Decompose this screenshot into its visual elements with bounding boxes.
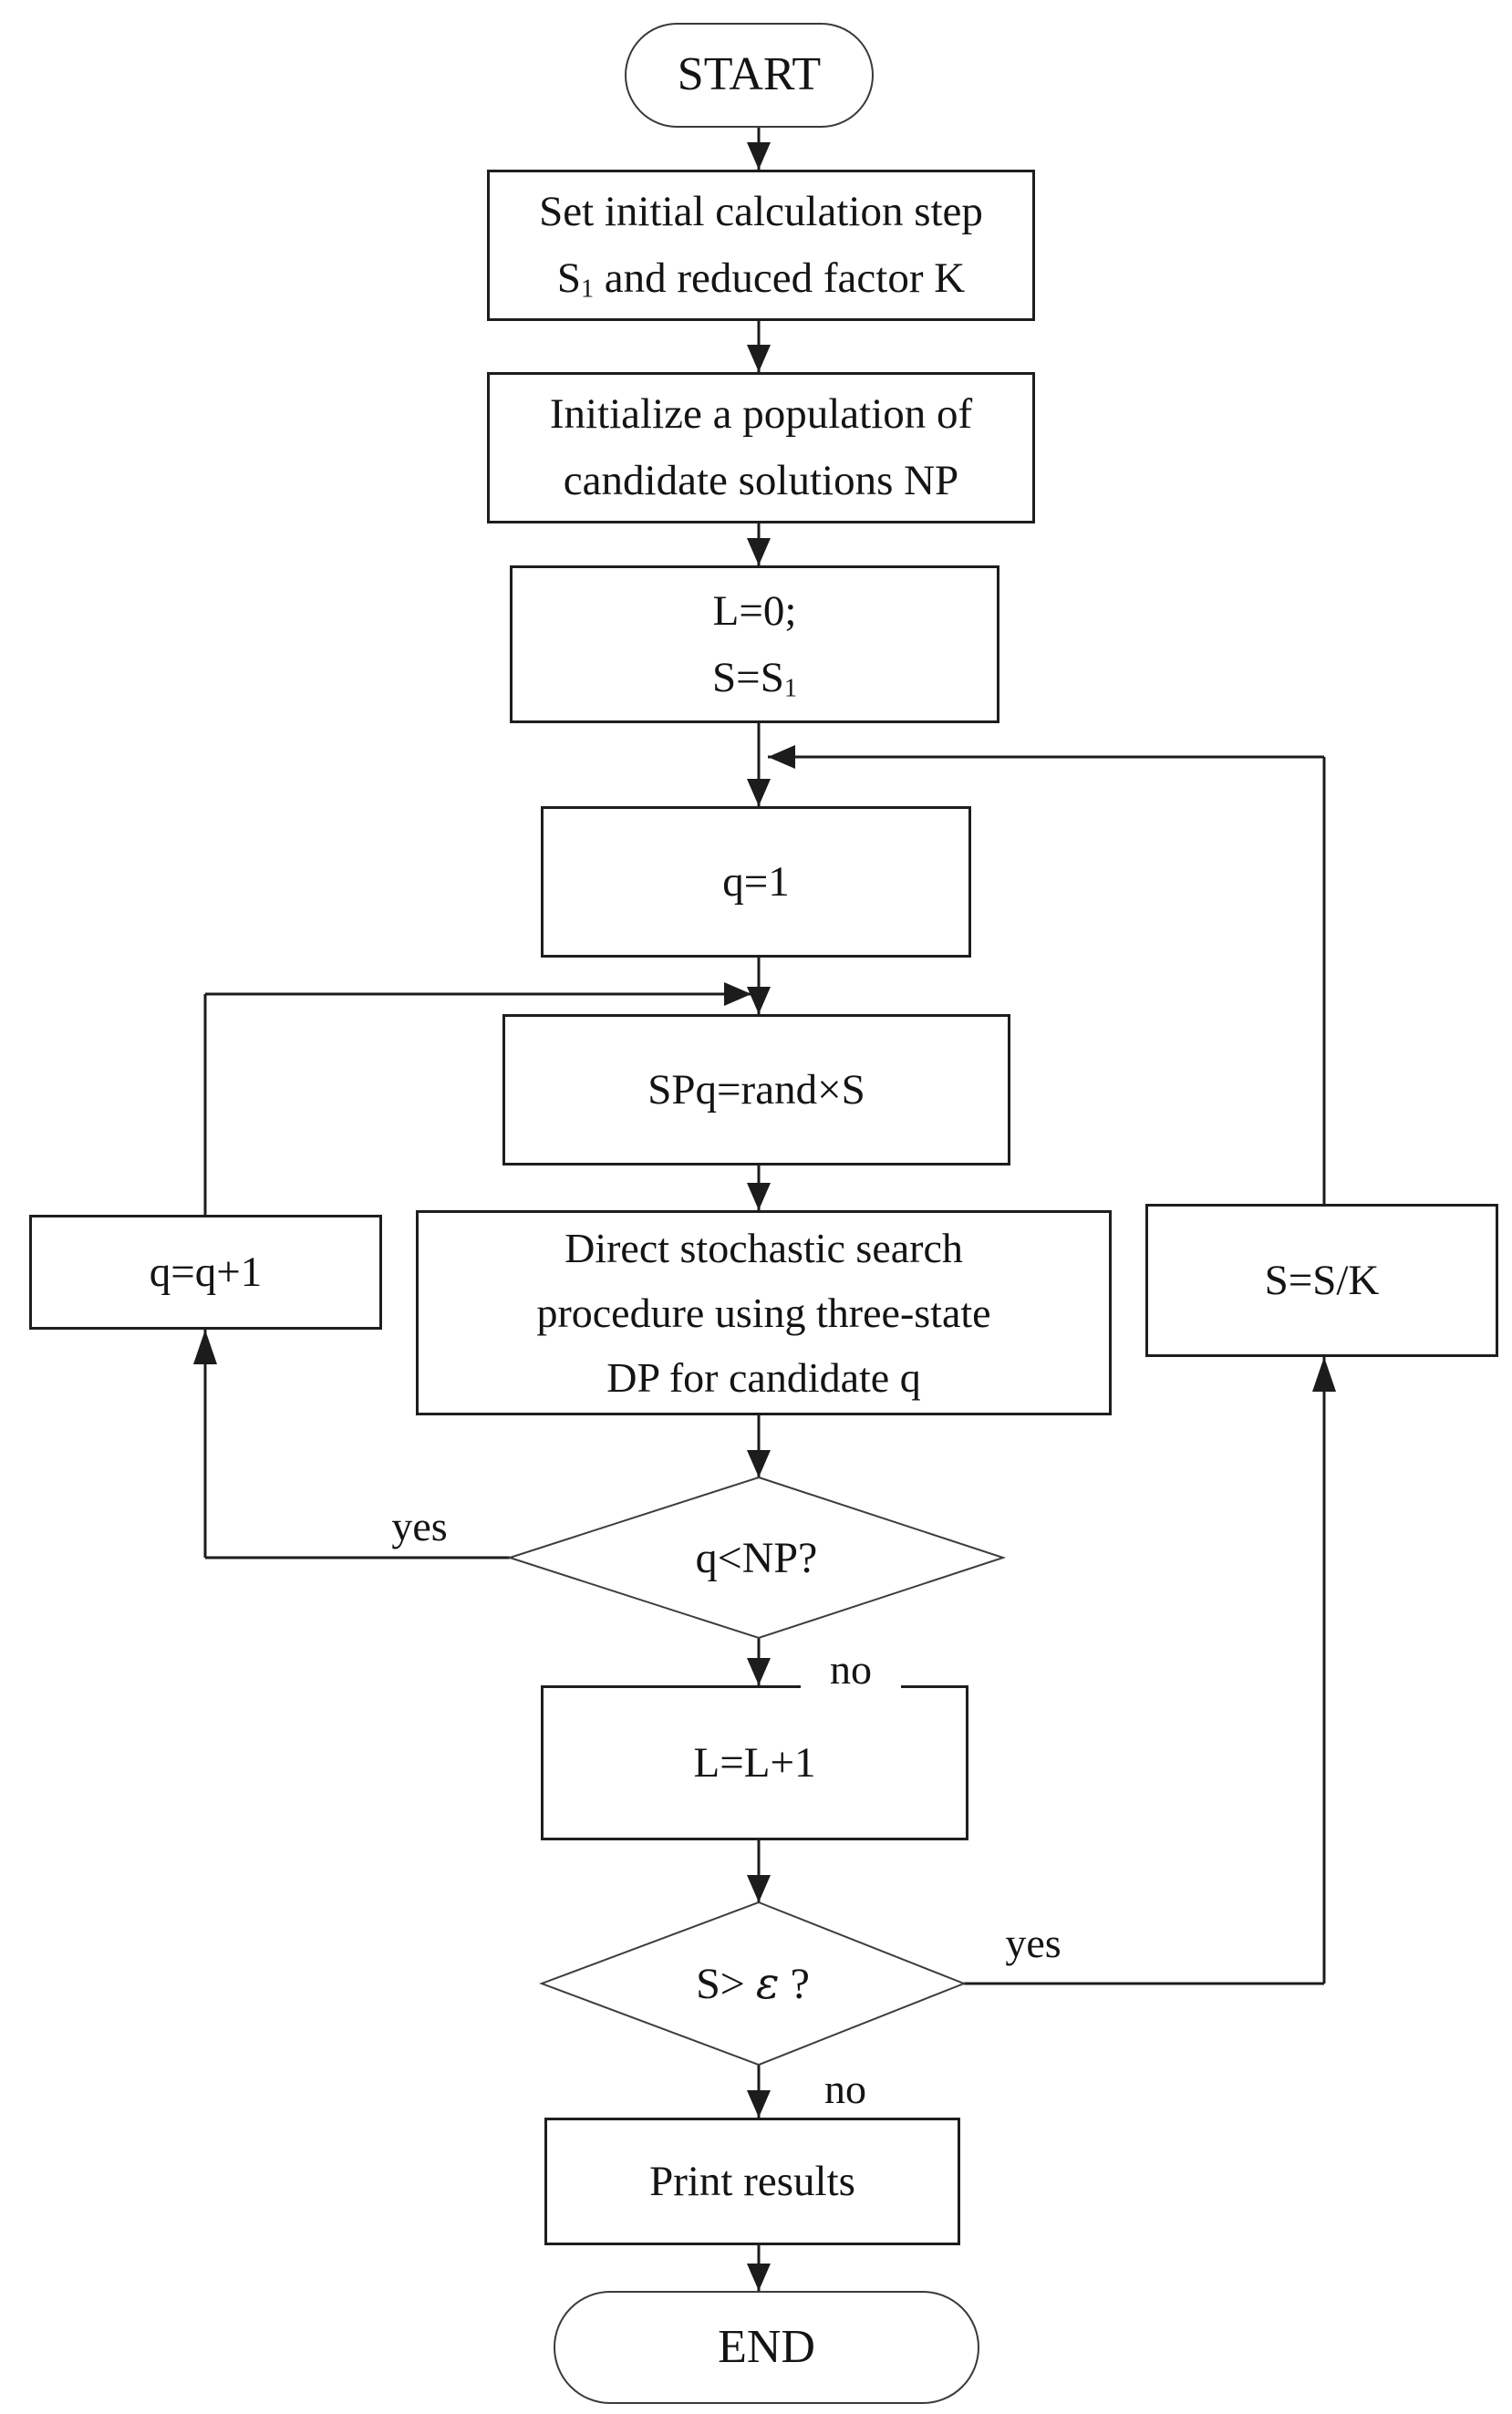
process-search-line2: procedure using three-state [536,1289,991,1336]
subscript-1: 1 [783,674,797,703]
process-search: Direct stochastic search procedure using… [416,1210,1112,1415]
arrowhead-down [747,987,771,1014]
process-increment-q-label: q=q+1 [149,1248,263,1296]
process-increment-q: q=q+1 [29,1215,382,1330]
process-set-initial-line2: S1 and reduced factor K [556,254,966,304]
process-set-step-label: SPq=rand×S [647,1065,865,1114]
process-set-q-label: q=1 [722,857,790,906]
arrowhead-right [724,982,751,1006]
arrowhead-down [747,2264,771,2291]
process-increment-l-label: L=L+1 [693,1738,816,1787]
arrowhead-down [747,1450,771,1477]
process-set-initial-line1: Set initial calculation step [539,188,983,236]
arrowhead-left [768,745,795,769]
arrowhead-down [747,538,771,565]
process-set-initial: Set initial calculation step S1 and redu… [487,170,1035,321]
process-init-population-line1: Initialize a population of [549,390,973,439]
arrowhead-down [747,1183,771,1210]
arrowhead-down [747,1875,771,1902]
arrowhead-up [1312,1357,1336,1392]
process-init-population: Initialize a population of candidate sol… [487,372,1035,523]
arrowhead-down [747,345,771,372]
process-init-counters-line2: S=S1 [712,653,797,703]
arrowhead-down [747,142,771,170]
arrowhead-down [747,2090,771,2118]
process-print-results: Print results [544,2118,960,2245]
decision-check-step-shape [539,1901,967,2067]
epsilon-symbol: ε [755,1958,780,2009]
edge-label-check-step-no: no [795,2063,896,2114]
process-print-results-label: Print results [649,2157,855,2205]
process-set-q: q=1 [541,806,971,958]
decision-check-step-label: S> ε ? [696,1958,810,2009]
end-label: END [718,2320,815,2373]
decision-check-population-shape [506,1476,1007,1640]
process-init-counters-line1: L=0; [712,586,797,635]
process-search-line3: DP for candidate q [606,1354,921,1402]
process-search-line1: Direct stochastic search [564,1224,963,1271]
start-label: START [677,48,822,101]
start-terminator: START [625,23,874,128]
arrowhead-up [193,1330,217,1364]
process-init-population-line2: candidate solutions NP [563,457,959,504]
end-terminator: END [554,2291,979,2404]
subscript-1: 1 [580,275,595,304]
arrowhead-down [747,779,771,806]
decision-check-population-label: q<NP? [695,1533,818,1582]
process-increment-l: L=L+1 [541,1685,968,1840]
process-init-counters: L=0; S=S1 [510,565,999,723]
arrowhead-down [747,1658,771,1685]
edge-label-check-step-yes: yes [974,1917,1093,1968]
process-reduce-step: S=S/K [1145,1204,1498,1357]
edge-label-check-population-yes: yes [365,1500,474,1551]
edge-label-check-population-no: no [801,1643,901,1694]
process-reduce-step-label: S=S/K [1264,1256,1380,1304]
process-set-step: SPq=rand×S [502,1014,1010,1166]
